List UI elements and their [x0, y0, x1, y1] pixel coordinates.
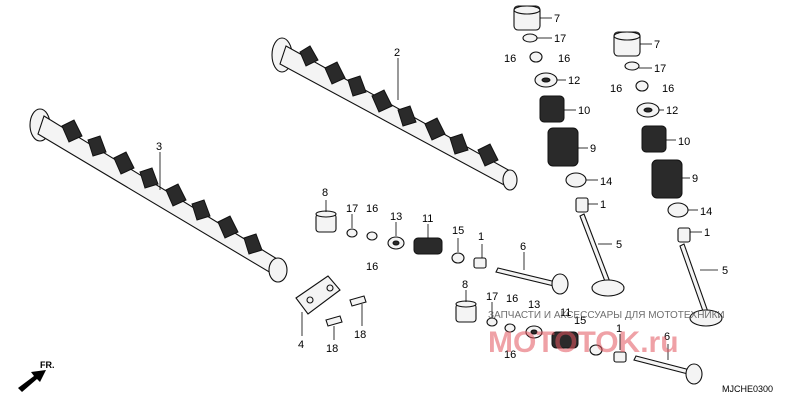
callout-17d: 17 — [654, 63, 666, 75]
callout-16b: 16 — [366, 261, 378, 273]
watermark-logo: MOTOTOK.ru — [488, 326, 679, 359]
callout-16c: 16 — [506, 293, 518, 305]
callout-14a: 14 — [600, 176, 612, 188]
watermark: ЗАПЧАСТИ И АКСЕССУАРЫ ДЛЯ МОТОТЕХНИКИ MO… — [488, 310, 725, 359]
seal-1-lower — [613, 351, 627, 363]
seat-14-b — [667, 202, 689, 218]
front-label: FR. — [40, 360, 55, 370]
callout-18a: 18 — [354, 329, 366, 341]
spring-11-lower — [551, 331, 579, 349]
callout-16e: 16 — [504, 53, 516, 65]
callout-12a: 12 — [568, 75, 580, 87]
callout-6a: 6 — [520, 241, 526, 253]
retainer-13-lower — [525, 325, 543, 339]
seat-14-a — [565, 172, 587, 188]
callout-16a: 16 — [366, 203, 378, 215]
seal-1-c — [575, 197, 589, 213]
callout-11b: 11 — [560, 307, 571, 319]
seat-15-upper — [451, 252, 465, 264]
bolt-18-upper — [349, 295, 367, 307]
callout-17a: 17 — [346, 203, 358, 215]
callout-7a: 7 — [554, 13, 560, 25]
callout-17b: 17 — [486, 291, 498, 303]
callout-1d: 1 — [704, 227, 710, 239]
spring-9-b — [651, 159, 683, 199]
cotter-16-b — [635, 80, 649, 92]
callout-2: 2 — [394, 47, 400, 59]
callout-16d: 16 — [504, 349, 516, 361]
cotter-16-a — [529, 51, 543, 63]
front-arrow-icon — [18, 370, 46, 392]
callout-15b: 15 — [574, 315, 586, 327]
retainer-12-b — [636, 102, 660, 118]
seal-1-upper — [473, 257, 487, 269]
callout-1c: 1 — [600, 199, 606, 211]
retainer-12-a — [534, 72, 558, 88]
spring-10-b — [641, 125, 667, 153]
watermark-line: ЗАПЧАСТИ И АКСЕССУАРЫ ДЛЯ МОТОТЕХНИКИ — [488, 310, 725, 321]
cam-holder-4 — [295, 275, 341, 315]
callout-8a: 8 — [322, 187, 328, 199]
diagram-code: MJCHE0300 — [722, 384, 773, 394]
callout-1a: 1 — [478, 231, 484, 243]
valve-5-b — [679, 243, 723, 327]
callout-3: 3 — [156, 141, 162, 153]
spring-11-upper — [413, 237, 443, 255]
callout-5a: 5 — [616, 239, 622, 251]
shim-17-b — [624, 61, 640, 71]
callout-9b: 9 — [692, 173, 698, 185]
callout-10a: 10 — [578, 105, 590, 117]
valve-5-a — [579, 213, 625, 297]
callout-16f: 16 — [558, 53, 570, 65]
callout-16g: 16 — [610, 83, 622, 95]
camshaft-2 — [271, 37, 518, 191]
camshaft-3 — [29, 108, 288, 283]
callout-13b: 13 — [528, 299, 540, 311]
valve-6-upper — [495, 267, 569, 295]
callout-10b: 10 — [678, 136, 690, 148]
shim-17-upper — [346, 228, 358, 238]
callout-9a: 9 — [590, 143, 596, 155]
callout-7b: 7 — [654, 39, 660, 51]
callout-5b: 5 — [722, 265, 728, 277]
tappet-8-lower — [455, 300, 477, 323]
callout-1b: 1 — [616, 323, 622, 335]
seal-1-d — [677, 227, 691, 243]
callout-13a: 13 — [390, 211, 402, 223]
callout-8b: 8 — [462, 279, 468, 291]
tappet-7-b — [613, 31, 641, 57]
callout-18b: 18 — [326, 343, 338, 355]
spring-10-a — [539, 95, 565, 123]
spring-9-a — [547, 127, 579, 167]
cotter-16-lower — [504, 323, 516, 333]
callout-17c: 17 — [554, 33, 566, 45]
callout-15a: 15 — [452, 225, 464, 237]
seat-15-lower — [589, 344, 603, 356]
callout-16h: 16 — [662, 83, 674, 95]
shim-17-a — [522, 33, 538, 43]
cotter-16-upper — [366, 231, 378, 241]
callout-4: 4 — [298, 339, 304, 351]
bolt-18-lower — [325, 315, 343, 327]
valve-6-lower — [633, 355, 703, 385]
callout-12b: 12 — [666, 105, 678, 117]
retainer-13-upper — [387, 236, 405, 250]
callout-11a: 11 — [422, 213, 433, 225]
callout-6b: 6 — [664, 331, 670, 343]
tappet-7-a — [513, 5, 541, 31]
callout-14b: 14 — [700, 206, 712, 218]
tappet-8-upper — [315, 210, 337, 233]
